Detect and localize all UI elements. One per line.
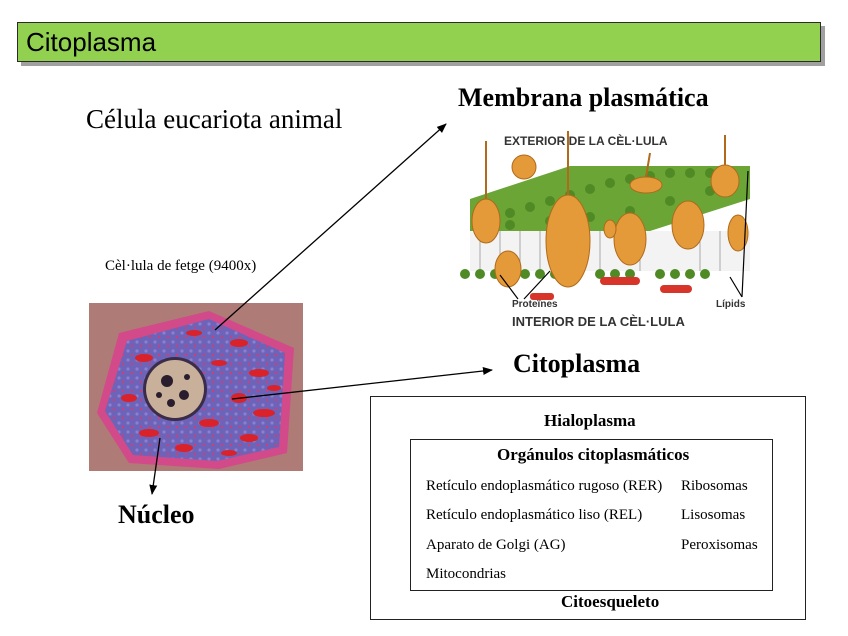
micrograph-caption: Cèl·lula de fetge (9400x) — [105, 258, 257, 274]
organelle-ribosomas: Ribosomas — [681, 478, 748, 494]
organelle-mitocondrias: Mitocondrias — [426, 566, 506, 582]
cytoplasm-box — [370, 396, 806, 620]
subtitle: Célula eucariota animal — [86, 104, 343, 134]
liver-cell-micrograph — [89, 303, 303, 471]
plasma-membrane-diagram: EXTERIOR DE LA CÈL·LULA INTERIOR DE LA C… — [450, 121, 768, 339]
membrane-interior-label: INTERIOR DE LA CÈL·LULA — [512, 314, 685, 329]
arrow-to-nucleus — [149, 437, 161, 495]
lipids-label: Lípids — [716, 299, 746, 310]
membrane-heading: Membrana plasmática — [458, 83, 709, 112]
organelle-lisosomas: Lisosomas — [681, 507, 746, 523]
organelles-title: Orgánulos citoplasmáticos — [497, 445, 690, 464]
organelles-box — [410, 439, 773, 591]
cytoplasm-label: Citoplasma — [513, 349, 641, 378]
slide-title: Citoplasma — [26, 27, 157, 57]
organelle-rer: Retículo endoplasmático rugoso (RER) — [426, 478, 663, 494]
citoesqueleto-label: Citoesqueleto — [561, 592, 660, 611]
arrow-to-membrane — [214, 123, 447, 331]
proteins-label: Proteïnes — [512, 299, 558, 310]
arrow-to-cytoplasm — [231, 367, 493, 400]
hialoplasma-label: Hialoplasma — [544, 411, 636, 430]
title-bar: Citoplasma — [17, 22, 821, 62]
nucleus-label: Núcleo — [118, 500, 195, 529]
organelle-rel: Retículo endoplasmático liso (REL) — [426, 507, 643, 523]
organelle-golgi: Aparato de Golgi (AG) — [426, 537, 566, 553]
organelle-peroxisomas: Peroxisomas — [681, 537, 758, 553]
membrane-exterior-label: EXTERIOR DE LA CÈL·LULA — [504, 133, 668, 148]
